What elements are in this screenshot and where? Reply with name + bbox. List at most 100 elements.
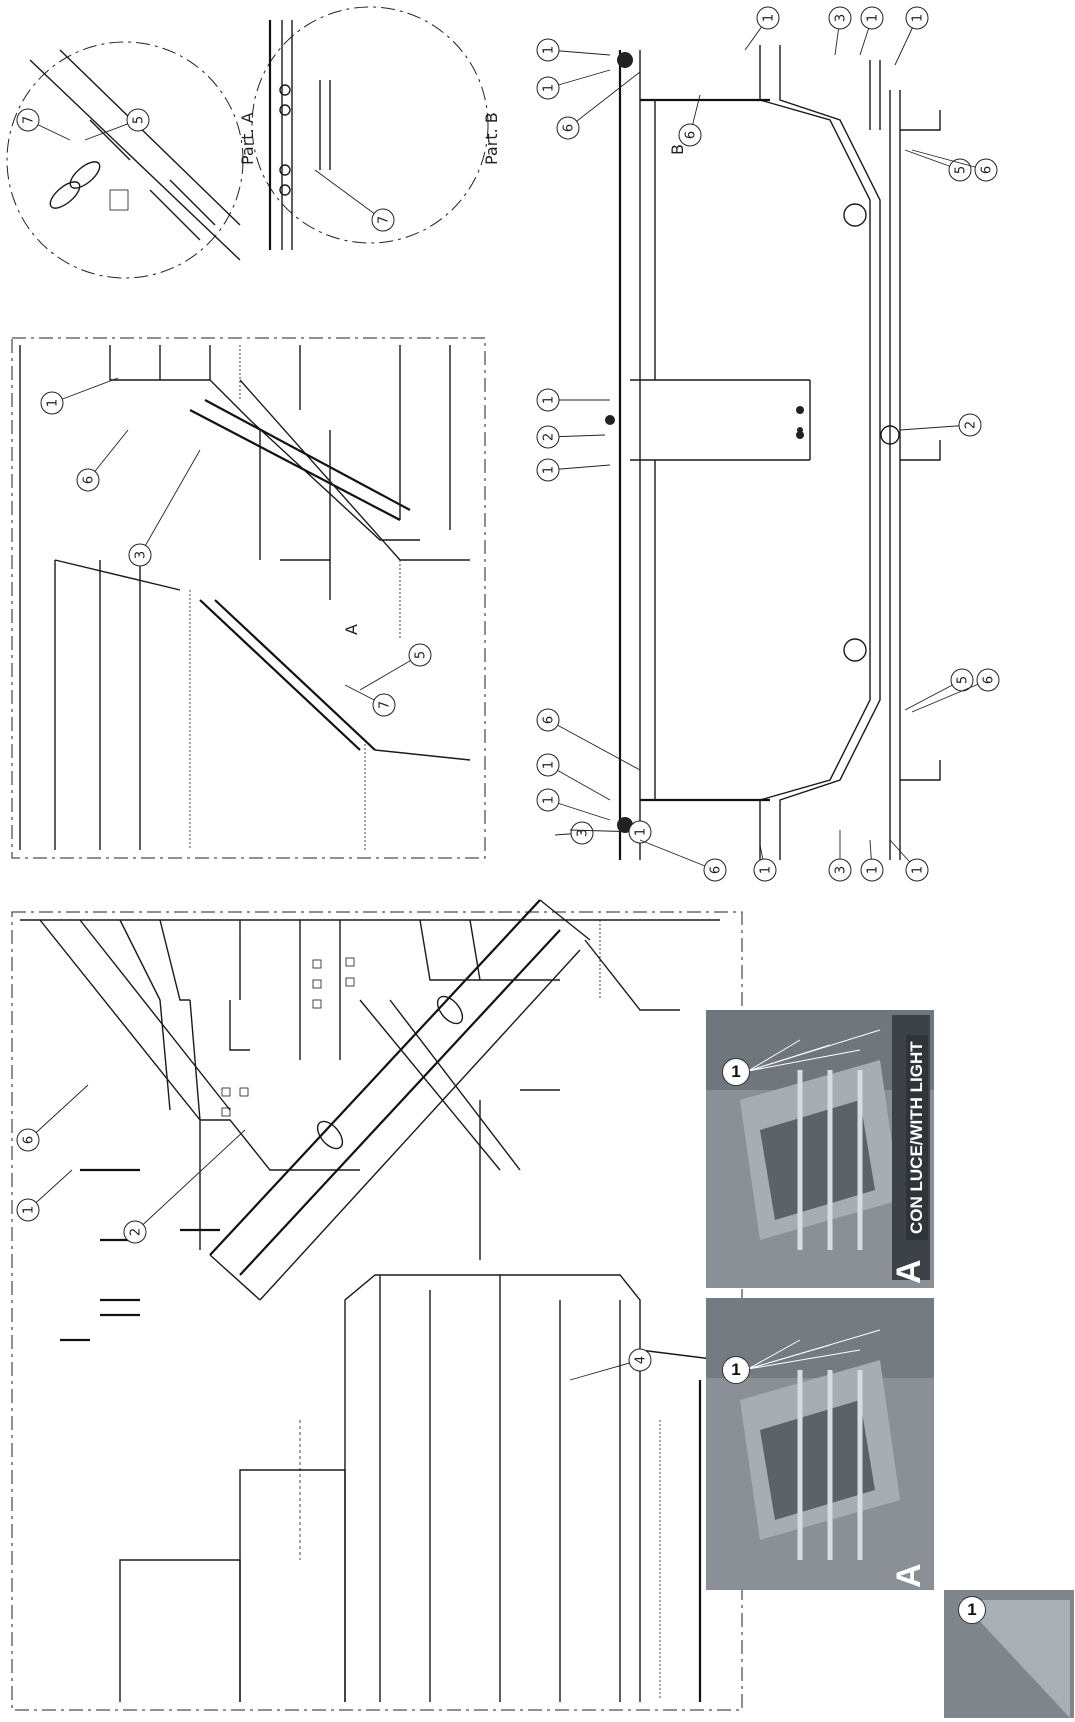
callout-1: 1 [40,377,119,415]
callout-number: 1 [762,14,777,22]
callout-leader [359,654,421,691]
callout-1: 1 [536,788,611,821]
callout-balloon [40,391,64,415]
callout-balloon [628,820,652,844]
callout-number: 6 [982,676,997,684]
callout-number: 4 [634,1356,649,1364]
callout-balloon [126,108,150,132]
callout-balloon [536,458,560,482]
callout-1: 1 [859,6,884,56]
callout-2: 2 [536,425,606,449]
callout-balloon [76,468,100,492]
callout-number: 1 [866,866,881,874]
callout-number: 6 [684,131,699,139]
callout-2: 2 [123,1129,246,1244]
callout-balloon [16,1128,40,1152]
callout-leader [547,764,611,801]
callout-number: 7 [378,701,393,709]
callout-number: 3 [576,829,591,837]
callout-1: 1 [753,844,777,882]
callout-number: 5 [414,651,429,659]
callout-balloon [371,208,395,232]
callout-leader [134,1129,246,1233]
callout-7: 7 [16,108,71,141]
callout-number: 1 [46,399,61,407]
callout-balloon [860,6,884,30]
callout-leader [569,1359,641,1381]
callout-balloon [128,543,152,567]
isometric-view-left [11,899,743,1711]
callout-balloon [536,388,560,412]
photo-letter-a-2: A [890,1563,928,1588]
badge-1-photo1: 1 [722,1058,750,1086]
callout-number: 7 [22,116,37,124]
callout-1: 1 [894,6,929,66]
photo-leader-line [747,1049,861,1072]
callout-leader [139,449,201,556]
photo-leader-line [747,1339,801,1370]
callout-balloon [16,108,40,132]
callout-1: 1 [536,753,611,801]
callout-5: 5 [904,668,974,711]
callout-3: 3 [828,6,852,56]
callout-number: 3 [834,866,849,874]
callout-1: 1 [744,6,780,51]
callout-number: 1 [542,46,557,54]
callout-number: 1 [911,14,926,22]
callout-balloon [828,6,852,30]
callout-number: 5 [956,676,971,684]
callout-number: 1 [542,761,557,769]
callout-number: 1 [542,84,557,92]
callout-balloon [756,6,780,30]
callout-balloon [628,1348,652,1372]
callout-number: 3 [134,551,149,559]
callout-balloon [678,123,702,147]
callout-3: 3 [554,821,594,845]
callout-balloon [905,6,929,30]
callout-number: 1 [22,1206,37,1214]
callout-balloon [905,858,929,882]
callout-number: 6 [562,124,577,132]
callout-number: 3 [834,14,849,22]
callout-balloon [16,1198,40,1222]
photo-without-light [706,1298,934,1590]
part-b-label: Part. B [482,112,501,165]
callout-number: 2 [129,1228,144,1236]
callout-balloon [536,708,560,732]
callout-1: 1 [569,820,652,844]
callout-6: 6 [639,839,727,882]
callout-number: 1 [866,14,881,22]
callout-balloon [536,38,560,62]
callout-balloon [536,425,560,449]
callout-1: 1 [536,69,611,100]
callout-1: 1 [860,839,884,882]
callout-number: 7 [377,216,392,224]
callout-number: 2 [542,433,557,441]
callout-1: 1 [536,458,611,482]
callout-leader [569,829,641,833]
callout-number: 6 [82,476,97,484]
isometric-view-middle [11,337,486,859]
view-a-label: A [342,624,361,635]
callout-balloon [753,858,777,882]
photo-leader-line [747,1349,861,1370]
callout-leader [314,169,384,221]
callout-number: 1 [542,796,557,804]
callout-6: 6 [911,149,998,182]
callout-number: 6 [542,716,557,724]
callout-number: 1 [759,866,774,874]
callout-balloon [860,858,884,882]
callout-leader [547,719,641,771]
badge-1-photo3: 1 [958,1596,986,1624]
part-a-label: Part. A [238,112,257,165]
callout-6: 6 [76,429,129,492]
badge-1-photo2: 1 [722,1356,750,1384]
callout-7: 7 [314,169,395,232]
callout-5: 5 [904,149,972,182]
photo-leader-line [747,1029,881,1072]
callout-1: 1 [536,38,611,62]
callout-balloon [570,821,594,845]
callout-6: 6 [16,1084,89,1152]
callout-4: 4 [569,1348,652,1381]
